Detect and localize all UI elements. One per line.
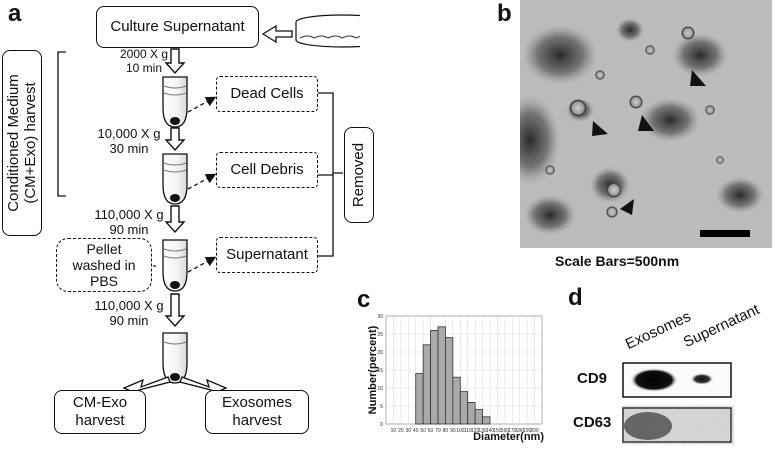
y-tick-label: 25 bbox=[377, 332, 383, 338]
conditioned-medium-box: Conditioned Medium (CM+Exo) harvest bbox=[2, 50, 42, 236]
conditioned-medium-label: Conditioned Medium (CM+Exo) harvest bbox=[5, 74, 40, 212]
histogram-bar bbox=[452, 376, 461, 425]
dead-cells-box: Dead Cells bbox=[216, 76, 318, 112]
y-tick-label: 5 bbox=[380, 404, 383, 410]
y-axis-label: Number(percent) bbox=[367, 325, 379, 414]
y-tick-label: 0 bbox=[380, 422, 383, 428]
x-tick-label: 190 bbox=[523, 428, 532, 434]
x-tick-label: 120 bbox=[471, 428, 480, 434]
panel-a-letter: a bbox=[8, 0, 22, 27]
pellet-washed-box: Pellet washed in PBS bbox=[56, 238, 152, 292]
x-tick-label: 20 bbox=[398, 428, 404, 434]
x-tick-label: 50 bbox=[420, 428, 426, 434]
x-tick-label: 150 bbox=[493, 428, 502, 434]
lane-label-supernatant: Supernatant bbox=[680, 301, 763, 351]
western-blot bbox=[622, 362, 732, 443]
down-arrow-3 bbox=[164, 205, 186, 234]
x-tick-label: 130 bbox=[478, 428, 487, 434]
dashed-arrow-dead-cells bbox=[187, 96, 217, 113]
y-tick-label: 10 bbox=[377, 386, 383, 392]
step1-condition: 2000 X g 10 min bbox=[119, 47, 169, 75]
down-arrow-4 bbox=[164, 293, 186, 328]
x-tick-label: 10 bbox=[391, 428, 397, 434]
histogram-bar bbox=[415, 373, 424, 425]
step3-condition: 110,000 X g 90 min bbox=[94, 207, 164, 237]
x-axis-label: Diameter(nm) bbox=[473, 431, 544, 443]
removed-box: Removed bbox=[344, 127, 374, 223]
tem-image bbox=[520, 0, 772, 248]
cm-exo-harvest-box: CM-Exo harvest bbox=[54, 390, 146, 434]
exosomes-harvest-box: Exosomes harvest bbox=[205, 390, 309, 434]
x-tick-label: 40 bbox=[413, 428, 419, 434]
histogram-bar bbox=[430, 329, 439, 425]
histogram-bar bbox=[482, 416, 491, 425]
histogram-bar bbox=[467, 402, 476, 425]
removed-bracket bbox=[318, 92, 343, 257]
x-tick-label: 160 bbox=[501, 428, 510, 434]
histogram-bar bbox=[422, 344, 431, 425]
down-arrow-1 bbox=[164, 48, 186, 75]
step4-condition: 110,000 X g 90 min bbox=[94, 298, 164, 328]
x-tick-label: 180 bbox=[516, 428, 525, 434]
cd9-band-supernatant bbox=[690, 373, 714, 385]
lane-label-exosomes: Exosomes bbox=[622, 307, 694, 353]
histogram-bar bbox=[445, 337, 454, 425]
x-tick-label: 140 bbox=[486, 428, 495, 434]
dish-arrow bbox=[261, 24, 293, 44]
culture-supernatant-box: Culture Supernatant bbox=[96, 6, 259, 48]
x-tick-label: 170 bbox=[508, 428, 517, 434]
histogram-bar bbox=[437, 326, 446, 425]
x-tick-label: 100 bbox=[456, 428, 465, 434]
cd9-band-exosomes bbox=[630, 368, 678, 392]
tube-icon-3 bbox=[162, 239, 188, 292]
removed-label: Removed bbox=[350, 142, 368, 208]
x-tick-label: 80 bbox=[443, 428, 449, 434]
down-arrow-2 bbox=[164, 127, 186, 152]
tube-icon-1 bbox=[162, 76, 188, 128]
flow-diagram bbox=[57, 14, 360, 397]
tube-icon-2 bbox=[162, 153, 188, 205]
culture-dish-icon bbox=[295, 14, 360, 48]
dashed-arrow-cell-debris bbox=[187, 173, 217, 190]
dashed-arrow-supernatant bbox=[187, 256, 217, 273]
x-tick-label: 30 bbox=[406, 428, 412, 434]
histogram-bar bbox=[459, 391, 469, 425]
x-tick-label: 200 bbox=[530, 428, 539, 434]
y-tick-label: 30 bbox=[377, 314, 383, 320]
y-tick-label: 20 bbox=[377, 350, 383, 356]
y-tick-label: 15 bbox=[377, 368, 383, 374]
histogram-bar bbox=[474, 409, 483, 425]
conditioned-medium-bracket bbox=[57, 51, 66, 197]
tem-micrograph bbox=[520, 0, 772, 248]
supernatant-box: Supernatant bbox=[216, 237, 318, 273]
panel-c-letter: c bbox=[357, 286, 371, 313]
panel-b-letter: b bbox=[497, 0, 512, 27]
panel-d-letter: d bbox=[568, 284, 583, 311]
scale-bar-label: Scale Bars=500nm bbox=[555, 253, 680, 269]
x-tick-label: 70 bbox=[435, 428, 441, 434]
blot-label-cd63: CD63 bbox=[573, 414, 612, 431]
step2-condition: 10,000 X g 30 min bbox=[97, 126, 161, 156]
x-tick-label: 90 bbox=[450, 428, 456, 434]
x-tick-label: 110 bbox=[464, 428, 472, 434]
x-tick-label: 60 bbox=[428, 428, 434, 434]
cell-debris-box: Cell Debris bbox=[216, 152, 318, 188]
blot-label-cd9: CD9 bbox=[577, 370, 608, 387]
tube-icon-4 bbox=[162, 332, 188, 384]
